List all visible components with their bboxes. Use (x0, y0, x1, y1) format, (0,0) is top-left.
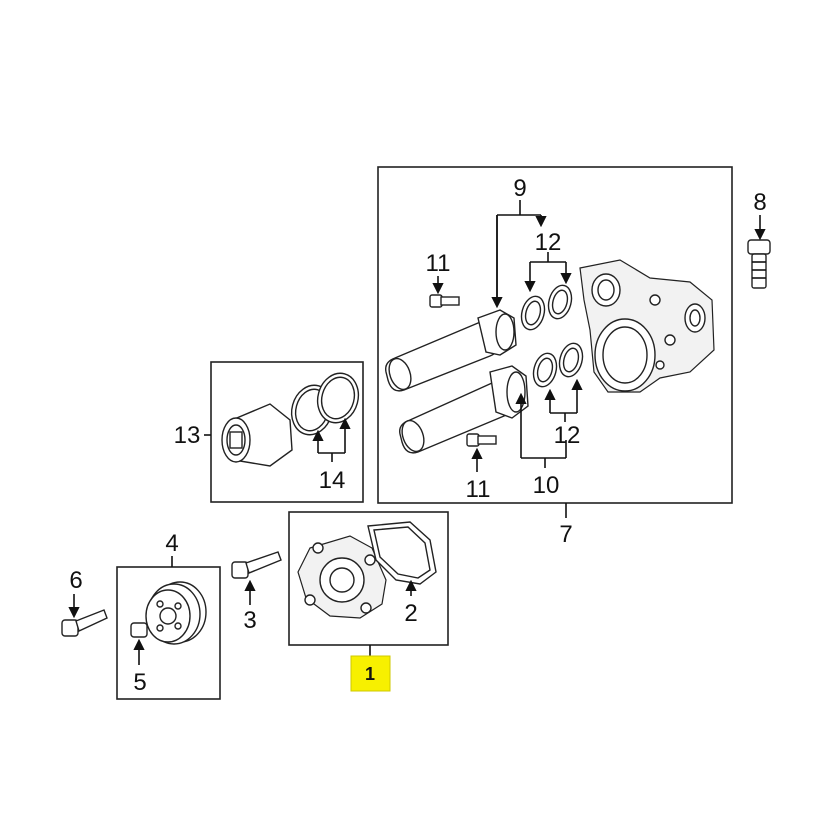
callout-3: 3 (243, 607, 256, 634)
water-pump-gasket (367, 521, 437, 585)
callout-2: 2 (404, 600, 417, 627)
callout-13: 13 (174, 422, 201, 449)
callout-8: 8 (753, 189, 766, 216)
callout-11-upper: 11 (426, 250, 451, 277)
housing-group-box (377, 166, 733, 504)
callout-11-lower: 11 (466, 476, 491, 503)
pulley-group-box (116, 566, 221, 700)
pulley-nut (130, 622, 148, 638)
callout-12-upper: 12 (535, 229, 562, 256)
thermostat-housing (579, 259, 715, 393)
callout-9: 9 (513, 175, 526, 202)
o-rings-lower (532, 342, 584, 388)
water-pump-group-box (288, 511, 449, 646)
callout-5: 5 (133, 669, 146, 696)
callout-12-lower: 12 (554, 422, 581, 449)
water-pump (297, 535, 387, 619)
o-rings-upper (520, 284, 573, 331)
callout-14: 14 (319, 467, 346, 494)
thermostat-group-box (210, 361, 364, 503)
bolt-3 (231, 551, 282, 579)
bolt-6 (61, 609, 108, 637)
callout-1: 1 (365, 664, 375, 684)
lower-coolant-pipe (399, 365, 529, 454)
pulley (145, 581, 207, 645)
callout-10: 10 (533, 472, 560, 499)
callout-6: 6 (69, 567, 82, 594)
callout-7: 7 (559, 521, 572, 548)
callout-4: 4 (165, 530, 178, 557)
thermostat-seals (290, 372, 360, 436)
thermostat (221, 403, 293, 467)
callout-1-highlight (350, 655, 391, 692)
bolt-8 (747, 239, 771, 289)
upper-coolant-pipe (385, 309, 517, 392)
bolt-11-upper (429, 294, 460, 308)
bolt-11-lower (466, 433, 497, 447)
